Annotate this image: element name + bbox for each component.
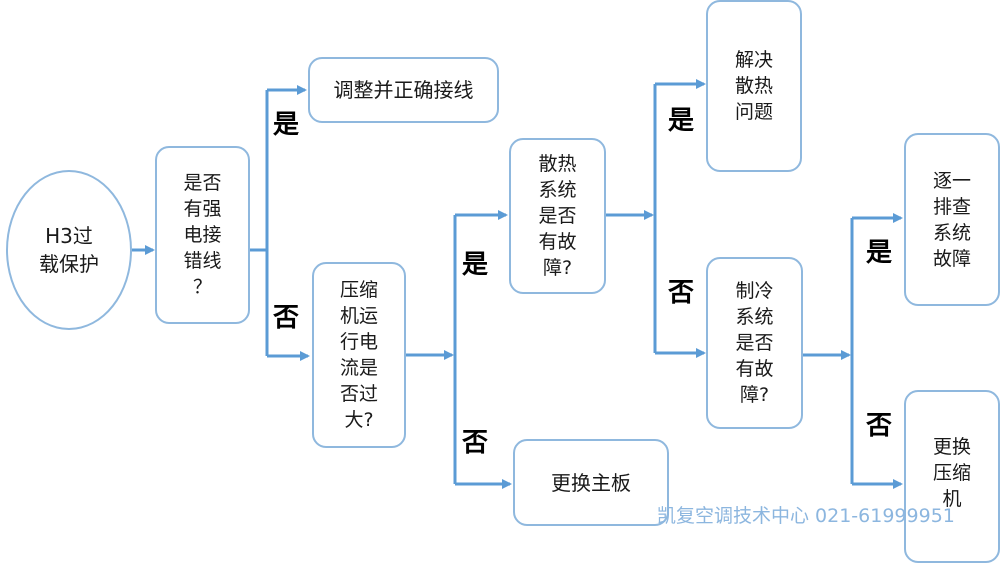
branch-label-no: 否	[273, 303, 300, 333]
action-replace-compressor: 更换 压缩 机	[904, 390, 1000, 563]
decision-heat-dissipation: 散热 系统 是否 有故 障?	[509, 138, 606, 294]
action-replace-mainboard: 更换主板	[513, 439, 669, 526]
decision-cooling-system: 制冷 系统 是否 有故 障?	[706, 257, 803, 429]
decision-compressor-current: 压缩 机运 行电 流是 否过 大?	[312, 262, 406, 448]
branch-label-yes: 是	[866, 238, 893, 268]
branch-label-yes: 是	[462, 250, 489, 280]
watermark-text: 凯复空调技术中心 021-61999951	[657, 505, 955, 527]
start-node-h3-overload: H3过 载保护	[6, 170, 132, 330]
branch-label-no: 否	[866, 411, 893, 441]
action-fix-wiring: 调整并正确接线	[308, 57, 499, 123]
branch-label-yes: 是	[273, 110, 300, 140]
branch-label-yes: 是	[668, 106, 695, 136]
action-fix-heat-dissipation: 解决 散热 问题	[706, 0, 802, 172]
branch-label-no: 否	[668, 278, 695, 308]
action-troubleshoot-system: 逐一 排查 系统 故障	[904, 133, 1000, 306]
decision-wiring-error: 是否 有强 电接 错线 ？	[155, 146, 250, 324]
branch-label-no: 否	[462, 428, 489, 458]
